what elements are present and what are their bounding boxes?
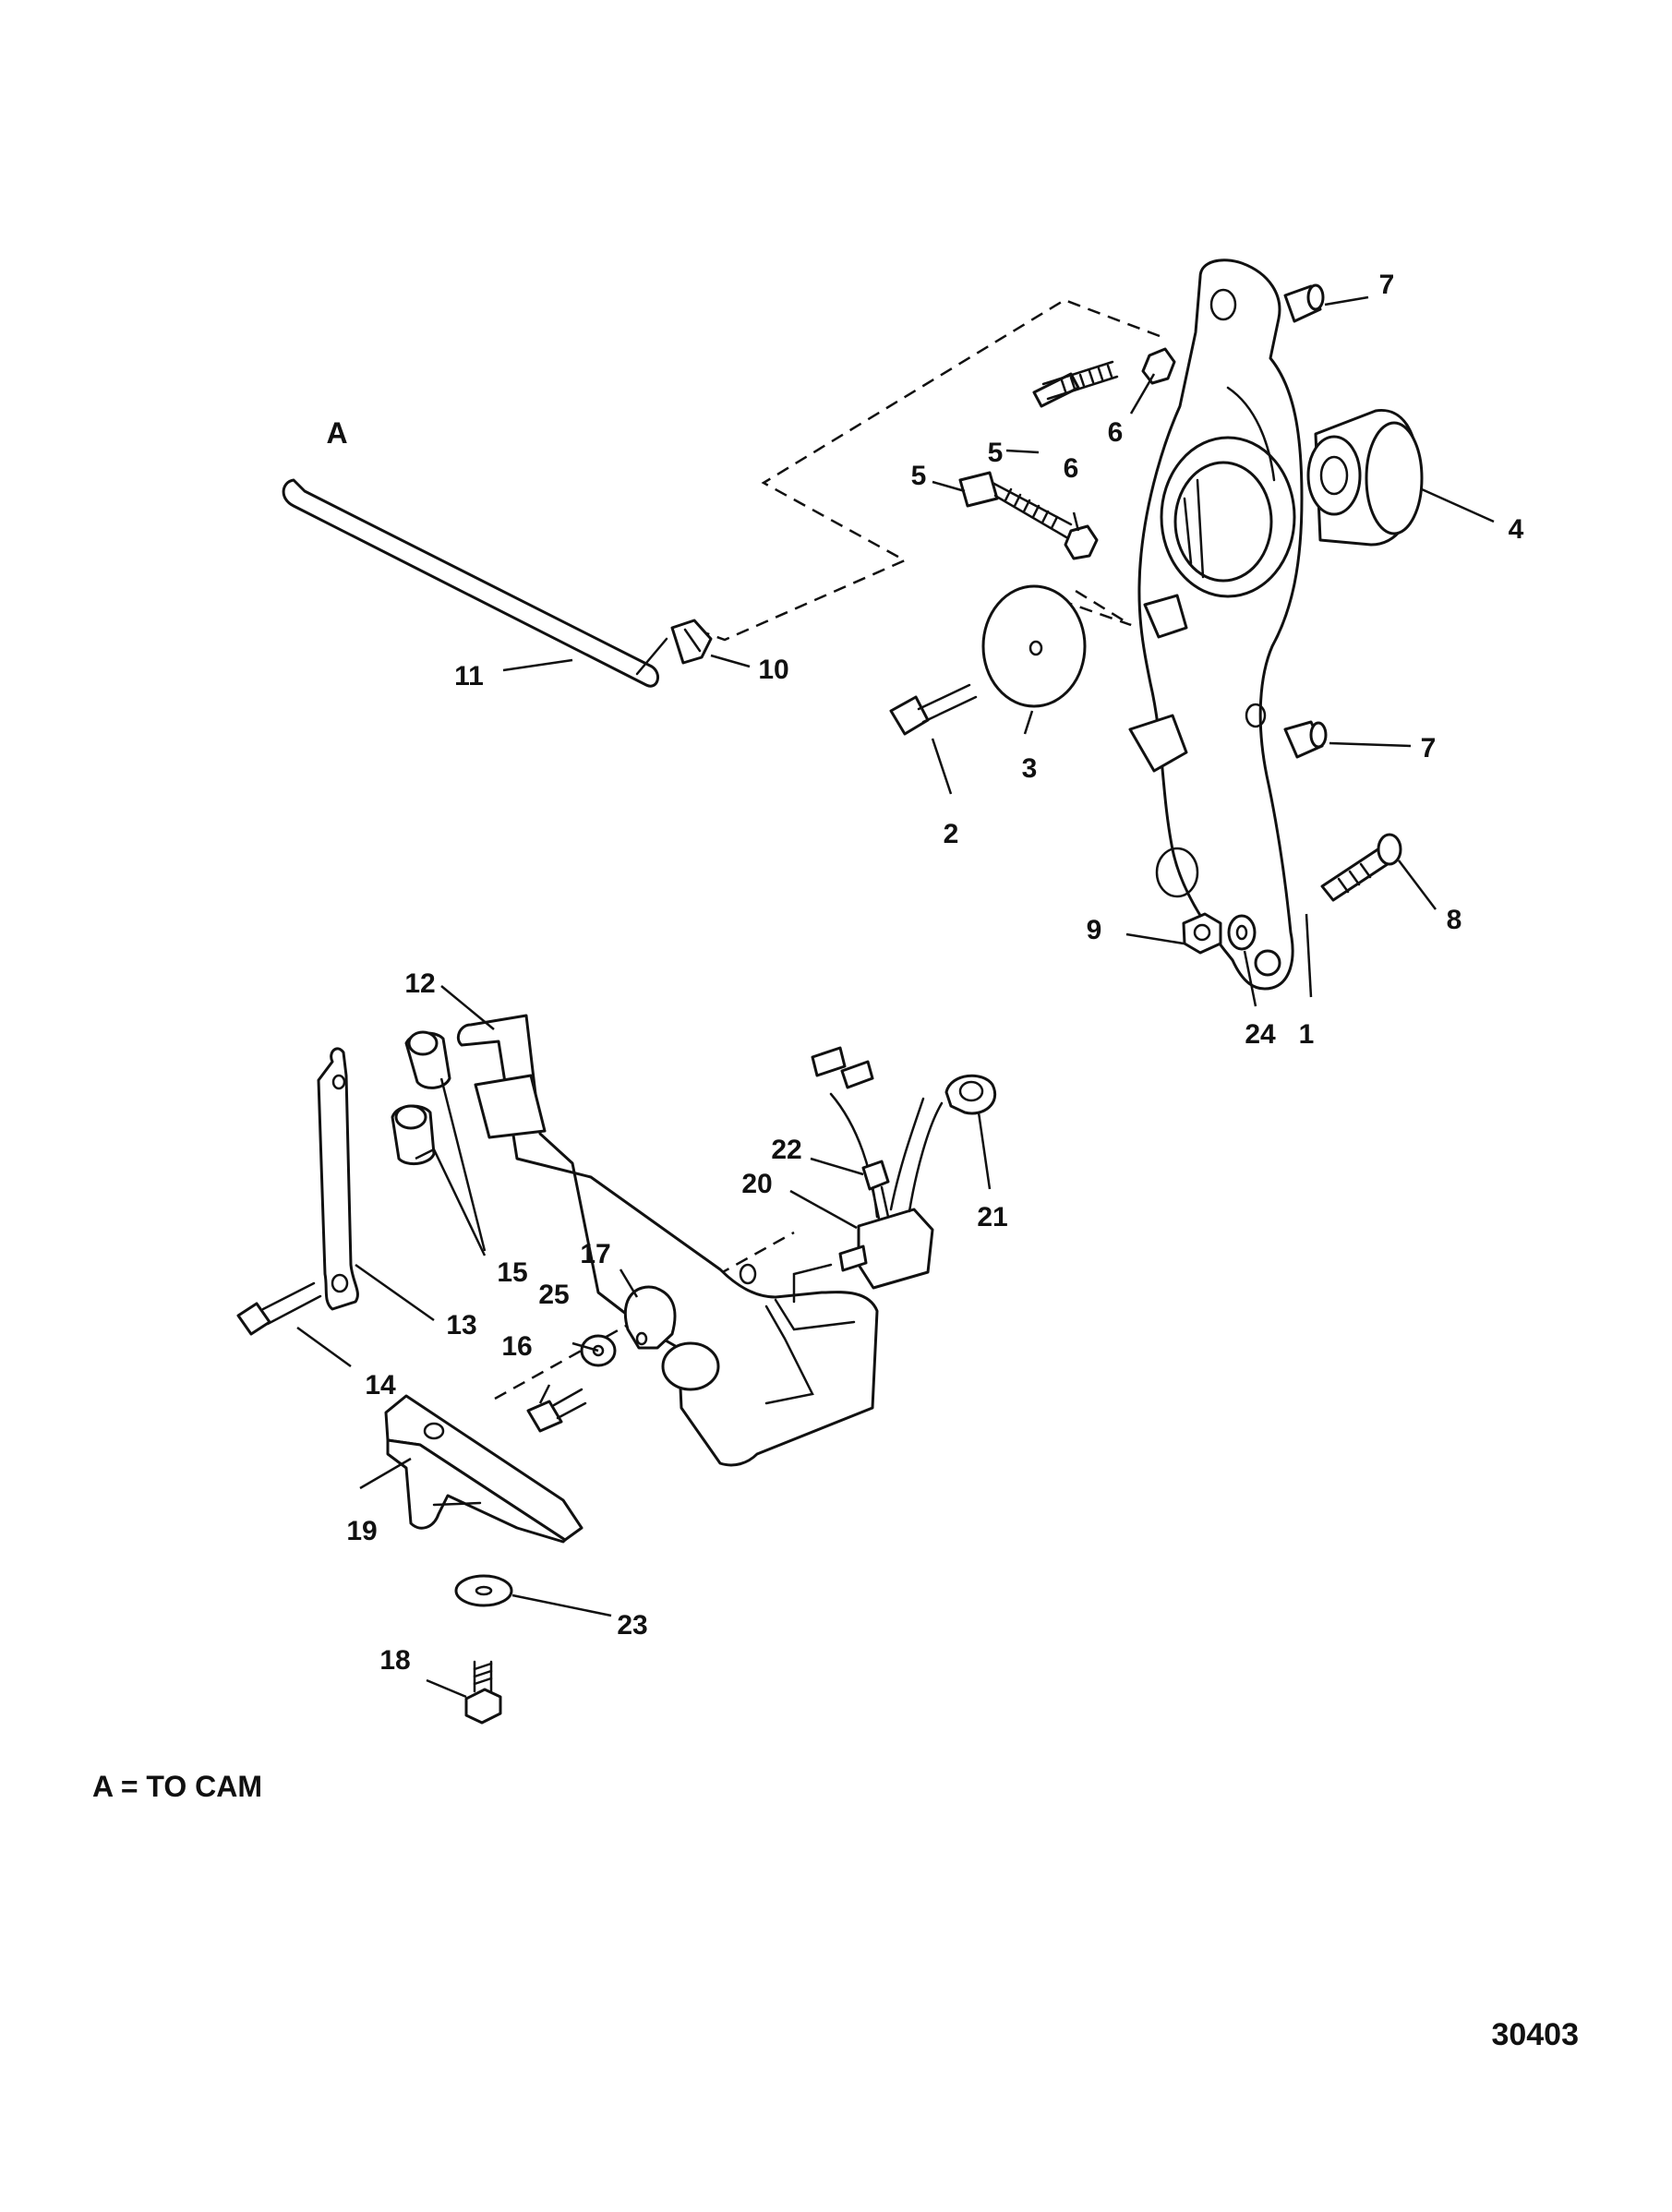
part-4-bushing <box>1306 408 1424 547</box>
part-24-washer <box>1227 914 1257 951</box>
part-18-bolt <box>464 1660 502 1725</box>
label-part-18: 18 <box>379 1645 410 1676</box>
part-6-nut-upper <box>1141 347 1176 385</box>
part-16-screw <box>526 1388 587 1433</box>
part-7-cap-lower <box>1283 720 1328 759</box>
label-part-4: 4 <box>1509 514 1524 545</box>
part-23-washer <box>454 1574 513 1607</box>
part-8-pin <box>1320 833 1402 902</box>
label-part-12: 12 <box>404 968 435 999</box>
part-3-washer-disc <box>981 584 1087 708</box>
part-1-lever-bracket <box>1128 258 1304 991</box>
label-part-20: 20 <box>741 1169 772 1199</box>
label-part-3: 3 <box>1022 753 1038 784</box>
part-12-shift-bracket <box>456 1014 879 1467</box>
label-part-5-upper: 5 <box>988 438 1004 468</box>
figure-number: 30403 <box>1491 2017 1579 2052</box>
label-part-21: 21 <box>977 1202 1007 1232</box>
label-part-8: 8 <box>1447 905 1462 935</box>
part-13-plate <box>317 1047 359 1311</box>
part-19-housing <box>384 1394 583 1544</box>
part-5-screw-upper <box>1032 360 1119 408</box>
label-part-6-upper: 6 <box>1108 417 1124 448</box>
label-part-10: 10 <box>758 655 788 685</box>
label-part-16: 16 <box>501 1331 532 1362</box>
label-part-7-upper: 7 <box>1379 270 1395 300</box>
wire-terminals <box>811 1046 874 1089</box>
label-part-19: 19 <box>346 1516 377 1546</box>
label-part-22: 22 <box>771 1135 801 1165</box>
label-part-1: 1 <box>1299 1019 1315 1050</box>
label-part-11: 11 <box>454 661 484 691</box>
label-part-7-lower: 7 <box>1421 733 1437 763</box>
label-part-24: 24 <box>1245 1019 1276 1050</box>
part-22-screw <box>861 1160 890 1220</box>
label-part-2: 2 <box>944 819 959 849</box>
part-2-bolt <box>889 683 978 736</box>
part-9-nut <box>1182 912 1222 955</box>
part-labels: 1 2 3 4 5 5 6 6 7 7 8 9 10 11 12 13 14 1… <box>346 270 1523 1676</box>
part-5-screw-lower <box>958 471 1073 539</box>
leader-lines <box>296 295 1495 1699</box>
label-part-9: 9 <box>1087 915 1102 945</box>
label-part-14: 14 <box>365 1370 396 1401</box>
label-part-17: 17 <box>580 1239 610 1269</box>
part-15-bushings <box>391 1030 451 1166</box>
part-20-switch <box>829 1092 944 1290</box>
part-14-bolt <box>236 1281 322 1336</box>
label-part-13: 13 <box>446 1310 476 1340</box>
label-part-5-lower: 5 <box>911 461 927 491</box>
part-6-nut-lower <box>1064 524 1099 560</box>
callout-a-label: A <box>326 416 347 450</box>
label-part-25: 25 <box>538 1280 569 1310</box>
part-7-cap-upper <box>1283 283 1325 323</box>
part-17-clamp <box>623 1285 677 1350</box>
label-part-23: 23 <box>617 1610 647 1641</box>
label-part-6-lower: 6 <box>1064 453 1079 484</box>
part-21-clip <box>944 1074 997 1115</box>
legend-note: A = TO CAM <box>92 1770 262 1803</box>
part-10-clip <box>670 619 713 665</box>
label-part-15: 15 <box>497 1257 527 1288</box>
part-11-link-rod <box>282 478 668 688</box>
